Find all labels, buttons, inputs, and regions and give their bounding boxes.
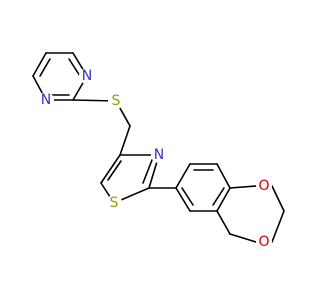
atom-n-thiazole: N [151, 147, 167, 163]
bond-bz-3 [216, 163, 231, 189]
atom-s-thiazole: S [106, 195, 122, 211]
bond-ch2-c4 [119, 125, 131, 156]
atom-label-n2: N [41, 92, 51, 108]
atom-label-o-upper: O [258, 178, 269, 194]
bond-bz-4 [216, 187, 231, 212]
bond-bz-6 [175, 187, 191, 212]
bond-dx-2 [271, 185, 285, 212]
atom-s-thioether: S [108, 93, 124, 109]
atom-o-upper: O [256, 178, 272, 194]
atom-o-lower: O [256, 234, 272, 250]
bond-pyr-double-b [68, 58, 81, 77]
bond-bz-1 [175, 163, 191, 189]
bond-dx-4 [229, 233, 257, 243]
atom-label-s-thiazole: S [110, 195, 119, 211]
bond-thz-double-a [107, 160, 122, 181]
atom-labels-group: N N S N S O O [38, 68, 272, 250]
bond-bz-double-b [212, 187, 225, 206]
bond-thz-c5-c4 [100, 154, 121, 184]
bond-dx-1 [229, 185, 257, 189]
bond-dx-3 [271, 210, 285, 243]
atom-label-n1: N [82, 68, 92, 84]
atom-label-n-thiazole: N [154, 147, 164, 163]
molecule-structure-diagram: N N S N S O O [32, 52, 285, 250]
atom-label-s-thioether: S [112, 93, 121, 109]
bond-dx-5 [216, 210, 231, 235]
bond-pyr-2 [32, 52, 47, 77]
bond-thz-double-b [142, 159, 153, 184]
bond-bz-double-c [181, 187, 194, 206]
atom-label-o-lower: O [258, 234, 269, 250]
atom-n2: N [38, 92, 54, 108]
atom-n1: N [79, 68, 95, 84]
bonds-group [32, 52, 285, 243]
bond-pyr-double-a [39, 58, 51, 77]
